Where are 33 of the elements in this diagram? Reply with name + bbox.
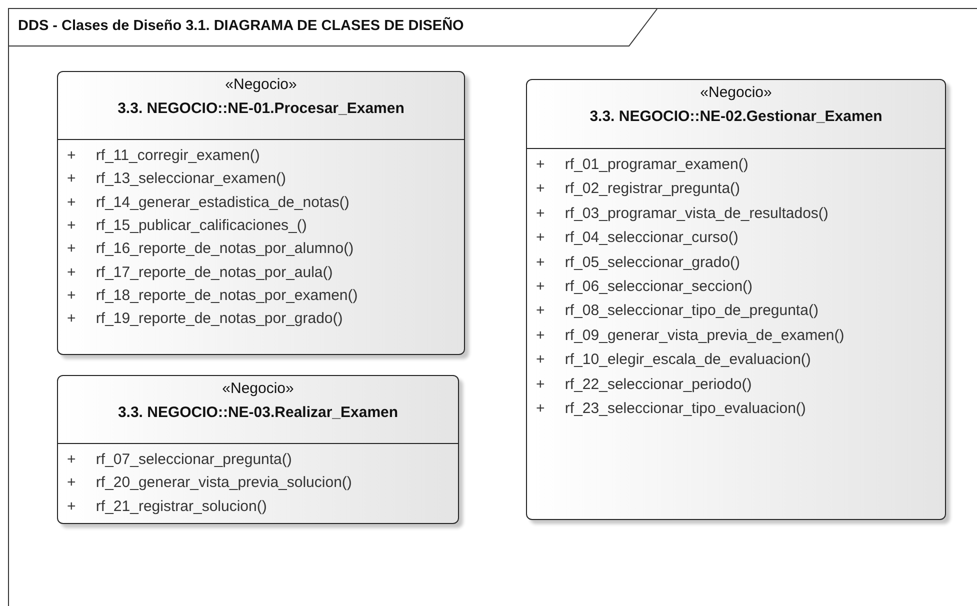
class-name: 3.3. NEGOCIO::NE-01.Procesar_Examen [118, 100, 404, 116]
stereotype-label: «Negocio» [225, 76, 297, 92]
operation-text: + rf_10_elegir_escala_de_evaluacion() [536, 351, 811, 368]
operation-text: + rf_06_seleccionar_seccion() [536, 278, 753, 295]
class-name: 3.3. NEGOCIO::NE-02.Gestionar_Examen [590, 108, 882, 125]
diagram-frame [8, 8, 977, 606]
operation-text: + rf_11_corregir_examen() [67, 147, 260, 164]
stereotype-label: «Negocio» [222, 380, 294, 396]
operation-text: + rf_15_publicar_calificaciones_() [67, 216, 307, 234]
operation-text: + rf_14_generar_estadistica_de_notas() [67, 194, 350, 211]
operation-text: + rf_17_reporte_de_notas_por_aula() [67, 264, 333, 280]
operation-text: + rf_23_seleccionar_tipo_evaluacion() [536, 400, 806, 417]
operation-text: + rf_09_generar_vista_previa_de_examen() [536, 326, 844, 344]
class-box [57, 71, 465, 355]
stereotype-label: «Negocio» [700, 84, 772, 101]
operation-text: + rf_20_generar_vista_previa_solucion() [67, 474, 352, 492]
operation-text: + rf_02_registrar_pregunta() [536, 180, 740, 198]
operation-text: + rf_08_seleccionar_tipo_de_pregunta() [536, 302, 818, 320]
operation-text: + rf_03_programar_vista_de_resultados() [536, 204, 828, 222]
class-box [57, 375, 459, 524]
operation-text: + rf_16_reporte_de_notas_por_alumno() [67, 240, 354, 258]
class-name: 3.3. NEGOCIO::NE-03.Realizar_Examen [118, 404, 398, 420]
operation-text: + rf_22_seleccionar_periodo() [536, 376, 752, 393]
operation-text: + rf_18_reporte_de_notas_por_examen() [67, 286, 358, 304]
operation-text: + rf_21_registrar_solucion() [67, 498, 267, 515]
operation-text: + rf_13_seleccionar_examen() [67, 170, 286, 188]
frame-title: DDS - Clases de Diseño 3.1. DIAGRAMA DE CLASES DE DISEÑO [18, 18, 464, 34]
class-box [526, 79, 946, 520]
operation-text: + rf_05_seleccionar_grado() [536, 254, 740, 271]
operation-text: + rf_07_seleccionar_pregunta() [67, 451, 292, 468]
operation-text: + rf_19_reporte_de_notas_por_grado() [67, 310, 343, 328]
operation-text: + rf_01_programar_examen() [536, 156, 748, 173]
operation-text: + rf_04_seleccionar_curso() [536, 229, 738, 246]
